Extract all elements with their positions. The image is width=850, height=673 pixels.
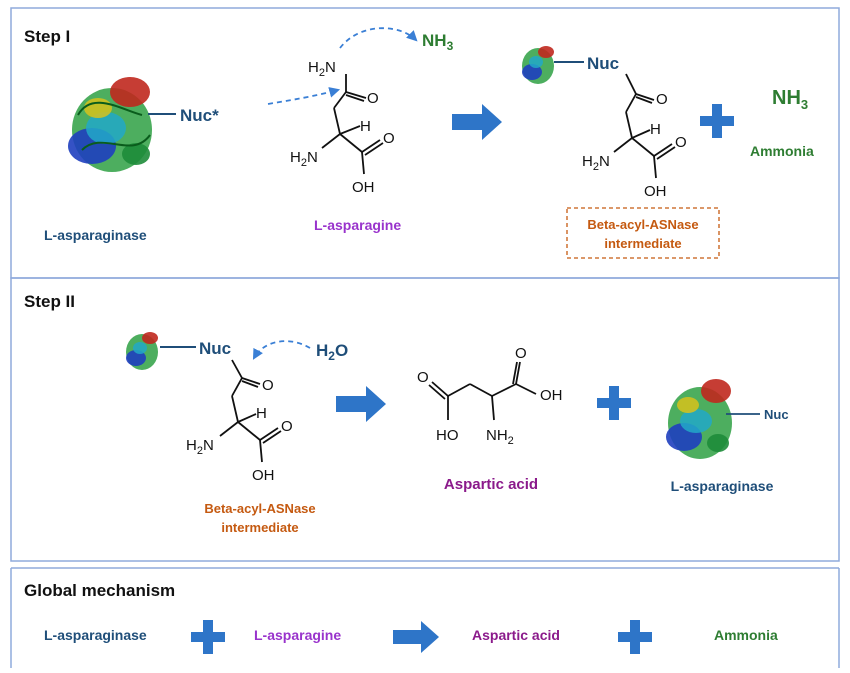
asparagine-structure: [321, 74, 384, 175]
global-reaction-arrow: [393, 621, 439, 653]
nuc-label-regenerated: Nuc: [764, 407, 789, 422]
global-enzyme: L-asparaginase: [44, 627, 147, 643]
water-label: H2O: [316, 341, 348, 363]
global-byproduct: Ammonia: [714, 627, 778, 643]
reaction-arrow-step1: [452, 104, 502, 140]
product-label-step2: Aspartic acid: [444, 476, 538, 493]
global-plus-icon-2: [618, 620, 652, 654]
substrate-label-step1: L-asparagine: [314, 217, 401, 233]
intermediate-carbonyl-o-step2: O: [281, 418, 293, 435]
step2-title: Step II: [24, 292, 75, 311]
global-title: Global mechanism: [24, 581, 175, 600]
asparagine-alpha-h: H: [360, 118, 371, 135]
asparagine-carbonyl-o: O: [383, 130, 395, 147]
asparagine-hydroxyl: OH: [352, 179, 375, 196]
nucleophile-attack-arrow: [267, 87, 341, 105]
intermediate-structure-step1: [613, 73, 676, 179]
intermediate-label-step2-line2: intermediate: [221, 520, 298, 535]
nuc-star-label: Nuc*: [180, 106, 219, 125]
nh3-product: NH3: [772, 87, 808, 112]
nh3-leaving: NH3: [422, 31, 454, 53]
aspartic-acid-structure: [428, 361, 537, 421]
intermediate-amine-step2: H2N: [186, 437, 214, 457]
intermediate-h-step2: H: [256, 405, 267, 422]
intermediate-o-step2: O: [262, 377, 274, 394]
water-attack-arrow: [252, 340, 311, 360]
aspartic-ho: HO: [436, 427, 459, 444]
asparagine-amide-o: O: [367, 90, 379, 107]
enzyme-structure-large: [68, 77, 152, 172]
intermediate-label-step1-line1: Beta-acyl-ASNase: [587, 217, 698, 232]
asparagine-amide-n: H2N: [308, 59, 336, 79]
intermediate-box-step1: [566, 207, 720, 259]
intermediate-o-step1: O: [656, 91, 668, 108]
global-plus-icon-1: [191, 620, 225, 654]
ammonia-label-step1: Ammonia: [750, 143, 814, 159]
enzyme-label-step1: L-asparaginase: [44, 227, 147, 243]
global-substrate: L-asparagine: [254, 627, 341, 643]
intermediate-hydroxyl-step2: OH: [252, 467, 275, 484]
step1-title: Step I: [24, 27, 70, 46]
aspartic-o-right: O: [515, 345, 527, 362]
nuc-label-step2: Nuc: [199, 339, 231, 358]
plus-icon-step2: [597, 386, 631, 420]
aspartic-oh: OH: [540, 387, 563, 404]
enzyme-structure-regenerated: [666, 379, 732, 459]
step2-panel: [10, 277, 840, 562]
enzyme-label-step2: L-asparaginase: [671, 478, 774, 494]
aspartic-o-left: O: [417, 369, 429, 386]
enzyme-structure-small-step2: [126, 332, 158, 370]
asparagine-amine: H2N: [290, 149, 318, 169]
intermediate-label-step1-line2: intermediate: [604, 236, 681, 251]
intermediate-hydroxyl-step1: OH: [644, 183, 667, 200]
intermediate-amine-step1: H2N: [582, 153, 610, 173]
nuc-label-step1: Nuc: [587, 54, 619, 73]
intermediate-carbonyl-o-step1: O: [675, 134, 687, 151]
enzyme-structure-small-step1: [522, 46, 554, 84]
intermediate-structure-step2: [219, 359, 282, 463]
intermediate-label-step2-line1: Beta-acyl-ASNase: [204, 501, 315, 516]
intermediate-h-step1: H: [650, 121, 661, 138]
plus-icon-step1: [700, 104, 734, 138]
reaction-arrow-step2: [336, 386, 386, 422]
nh3-leaving-arrow: [339, 27, 418, 49]
global-product: Aspartic acid: [472, 627, 560, 643]
aspartic-nh2: NH2: [486, 427, 514, 447]
